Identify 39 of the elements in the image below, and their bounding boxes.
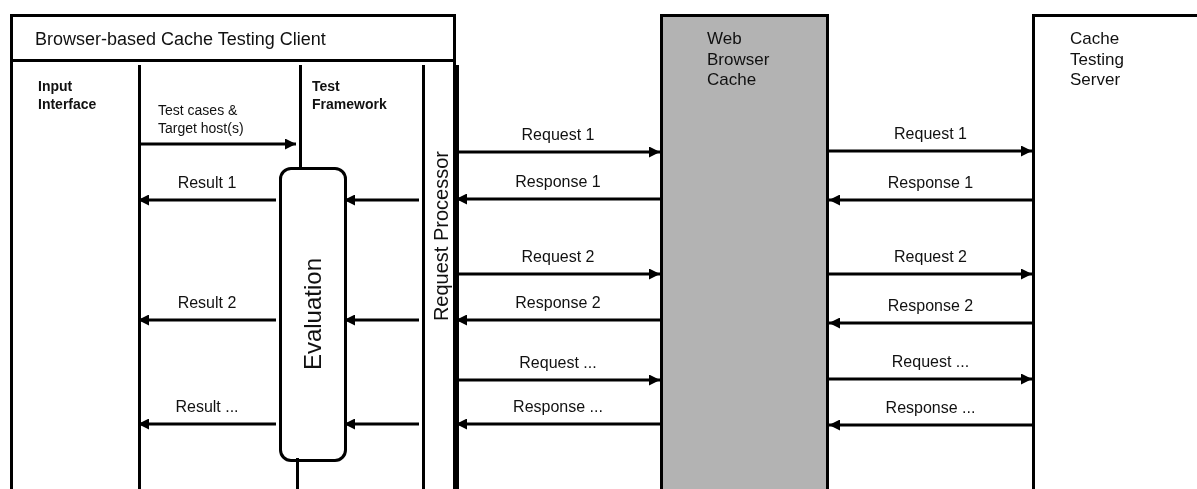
node-title: Cache Testing Server (1070, 29, 1125, 92)
arrow (456, 418, 660, 430)
edge-label: Request 2 (892, 247, 969, 267)
arrow (456, 193, 660, 205)
edge-label: Response ... (511, 397, 605, 417)
edge-label: Request 1 (892, 124, 969, 144)
arrow (138, 314, 276, 326)
arrow (138, 418, 276, 430)
arrow (829, 419, 1032, 431)
process-box (279, 167, 347, 462)
edge-label: Request 1 (519, 125, 597, 145)
arrow (456, 268, 660, 280)
edge-label: Request 2 (519, 247, 597, 267)
server-box (1032, 14, 1197, 489)
process-label: Evaluation (301, 258, 325, 371)
arrow (138, 194, 276, 206)
client-box (10, 14, 456, 489)
lane-title: Request Processor (430, 151, 451, 322)
arrow (829, 317, 1032, 329)
arrow (344, 194, 419, 206)
lane-title: Test Framework (312, 77, 388, 114)
arrow (456, 314, 660, 326)
node-title: Web Browser Cache (707, 29, 771, 92)
arrow (344, 418, 419, 430)
edge-label: Response 2 (513, 293, 603, 313)
arrow (829, 268, 1032, 280)
arrow (829, 145, 1032, 157)
arrow (456, 146, 660, 158)
arrow (138, 138, 296, 150)
lane-panel (422, 65, 459, 489)
arrow (829, 194, 1032, 206)
cache-box (660, 14, 829, 489)
client-title: Browser-based Cache Testing Client (13, 17, 453, 62)
arrow (344, 314, 419, 326)
edge-label: Response 1 (513, 172, 603, 192)
edge-label: Request ... (517, 353, 599, 373)
arrow (829, 373, 1032, 385)
arrow (456, 374, 660, 386)
lane-title: Input Interface (38, 77, 98, 114)
